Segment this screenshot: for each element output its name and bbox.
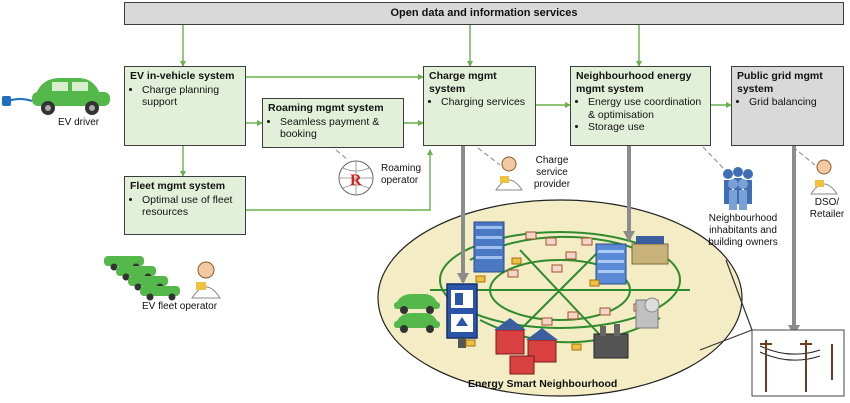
roaming-operator-label: Roaming operator: [381, 163, 422, 186]
plug-icon: [2, 96, 33, 106]
open-data-services-label: Open data and information services: [390, 7, 578, 19]
neighbourhood-bullet-2: Storage use: [588, 121, 705, 134]
ev-cars-neighbourhood: [394, 294, 440, 333]
roaming-bullet: Seamless payment & booking: [280, 116, 398, 141]
charging-station: [446, 283, 478, 348]
ev-in-vehicle-bullet: Charge planning support: [142, 84, 240, 109]
roaming-operator-logo: R: [338, 160, 374, 196]
ev-in-vehicle-system-title: EV in-vehicle system: [130, 70, 235, 82]
energy-smart-neighbourhood-label: Energy Smart Neighbourhood: [468, 378, 618, 390]
fleet-bullet: Optimal use of fleet resources: [142, 194, 240, 219]
power-plant: [593, 297, 660, 359]
neighbourhood-bullet-1: Energy use coordination & optimisation: [588, 96, 705, 121]
dso-retailer-label: DSO/ Retailer: [809, 197, 845, 220]
charge-provider-person-icon: [495, 156, 523, 191]
roaming-mgmt-system-box: Roaming mgmt system Seamless payment & b…: [262, 98, 404, 148]
grid-connection-line-2: [725, 259, 753, 331]
ev-driver-car: [32, 78, 110, 115]
factory-building: [631, 236, 669, 265]
arrow-fleet-charge: [241, 149, 433, 213]
fleet-operator-person-icon: [191, 261, 221, 299]
svg-text:R: R: [350, 172, 362, 189]
public-grid-mgmt-system-title: Public grid mgmt system: [737, 70, 823, 95]
neighbourhood-inhabitants-label: Neighbourhood inhabitants and building o…: [708, 213, 778, 248]
dso-person-icon: [810, 159, 838, 195]
charge-mgmt-system-title: Charge mgmt system: [429, 70, 497, 95]
neighbourhood-energy-mgmt-system-box: Neighbourhood energy mgmt system Energy …: [570, 66, 711, 146]
ev-in-vehicle-system-box: EV in-vehicle system Charge planning sup…: [124, 66, 246, 146]
inhabitants-group-icon: [723, 167, 753, 210]
dash-charge-provider: [477, 147, 501, 166]
houses-top: [507, 231, 593, 278]
public-grid-bullet: Grid balancing: [749, 96, 838, 109]
dash-dso: [792, 146, 816, 166]
charge-service-provider-label: Charge service provider: [533, 155, 571, 190]
grid-connection-line: [699, 329, 753, 351]
building-tower-right: [595, 243, 627, 285]
neighbourhood-energy-mgmt-system-title: Neighbourhood energy mgmt system: [576, 70, 692, 95]
power-grid-image: [751, 329, 845, 397]
ev-driver-label: EV driver: [58, 117, 100, 128]
public-grid-mgmt-system-box: Public grid mgmt system Grid balancing: [731, 66, 844, 146]
charge-mgmt-system-box: Charge mgmt system Charging services: [423, 66, 536, 146]
roaming-mgmt-system-title: Roaming mgmt system: [268, 102, 384, 114]
envelope-icons: [465, 257, 600, 351]
ev-fleet-operator-label: EV fleet operator: [142, 301, 218, 312]
open-data-services-bar: Open data and information services: [124, 2, 844, 25]
fleet-cars: [104, 256, 180, 301]
fleet-mgmt-system-box: Fleet mgmt system Optimal use of fleet r…: [124, 176, 246, 235]
charge-bullet: Charging services: [441, 96, 530, 109]
red-houses: [494, 318, 558, 375]
fleet-mgmt-system-title: Fleet mgmt system: [130, 180, 226, 192]
building-tower-left: [473, 221, 505, 273]
dash-inhabitants: [702, 146, 726, 171]
